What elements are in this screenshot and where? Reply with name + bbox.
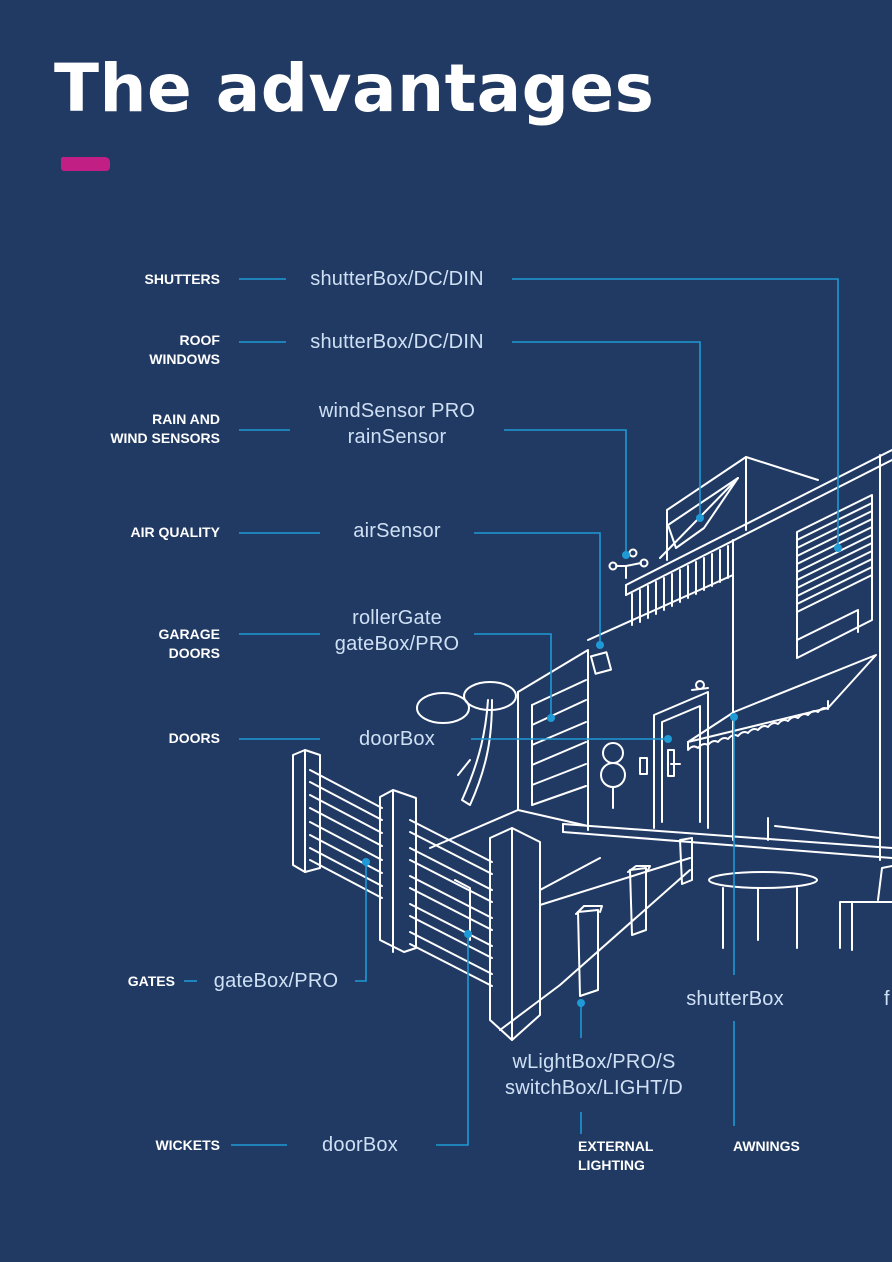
category-roof-windows: ROOF WINDOWS bbox=[149, 332, 220, 367]
product-awnings: shutterBox bbox=[686, 988, 784, 1010]
category-gates: GATES bbox=[127, 973, 175, 989]
dot-shutters bbox=[834, 544, 842, 552]
dot-air-sensor bbox=[596, 641, 604, 649]
category-rain-wind-sensors: RAIN AND WIND SENSORS bbox=[110, 411, 220, 446]
product-gates: gateBox/PRO bbox=[213, 970, 339, 992]
product-roof-windows: shutterBox/DC/DIN bbox=[310, 331, 484, 353]
dot-awning bbox=[730, 713, 738, 721]
dot-garage-door bbox=[547, 714, 555, 722]
callout-lines bbox=[184, 278, 839, 1146]
dot-lighting bbox=[577, 999, 585, 1007]
category-awnings: AWNINGS bbox=[733, 1138, 800, 1154]
product-rain-wind-sensors: windSensor PRO rainSensor bbox=[318, 400, 476, 448]
product-cut-off-label: f bbox=[884, 988, 890, 1010]
window-shutter-slats bbox=[796, 502, 873, 613]
product-air-quality: airSensor bbox=[353, 520, 441, 542]
page-title: The advantages bbox=[54, 50, 655, 127]
product-external-lighting: wLightBox/PRO/S switchBox/LIGHT/D bbox=[505, 1051, 683, 1099]
product-garage-doors: rollerGate gateBox/PRO bbox=[334, 607, 460, 655]
product-wickets: doorBox bbox=[322, 1134, 398, 1156]
category-garage-doors: GARAGE DOORS bbox=[158, 626, 220, 661]
garage-door-slats bbox=[531, 679, 587, 806]
building-line-art bbox=[292, 449, 892, 1041]
dot-wicket bbox=[464, 930, 472, 938]
fence-and-gates bbox=[292, 749, 541, 1041]
title-accent-bar bbox=[61, 157, 110, 171]
garden-lamp-posts bbox=[575, 837, 693, 997]
dot-front-door bbox=[664, 735, 672, 743]
dot-roof-window bbox=[696, 514, 704, 522]
product-shutters: shutterBox/DC/DIN bbox=[310, 268, 484, 290]
category-air-quality: AIR QUALITY bbox=[130, 524, 220, 540]
category-external-lighting: EXTERNAL LIGHTING bbox=[578, 1138, 654, 1173]
callout-dots bbox=[362, 514, 842, 1007]
category-doors: DOORS bbox=[168, 730, 220, 746]
category-shutters: SHUTTERS bbox=[144, 271, 220, 287]
product-doors: doorBox bbox=[359, 728, 435, 750]
dot-gate bbox=[362, 858, 370, 866]
dot-weather-sensor bbox=[622, 551, 630, 559]
category-wickets: WICKETS bbox=[155, 1137, 220, 1153]
